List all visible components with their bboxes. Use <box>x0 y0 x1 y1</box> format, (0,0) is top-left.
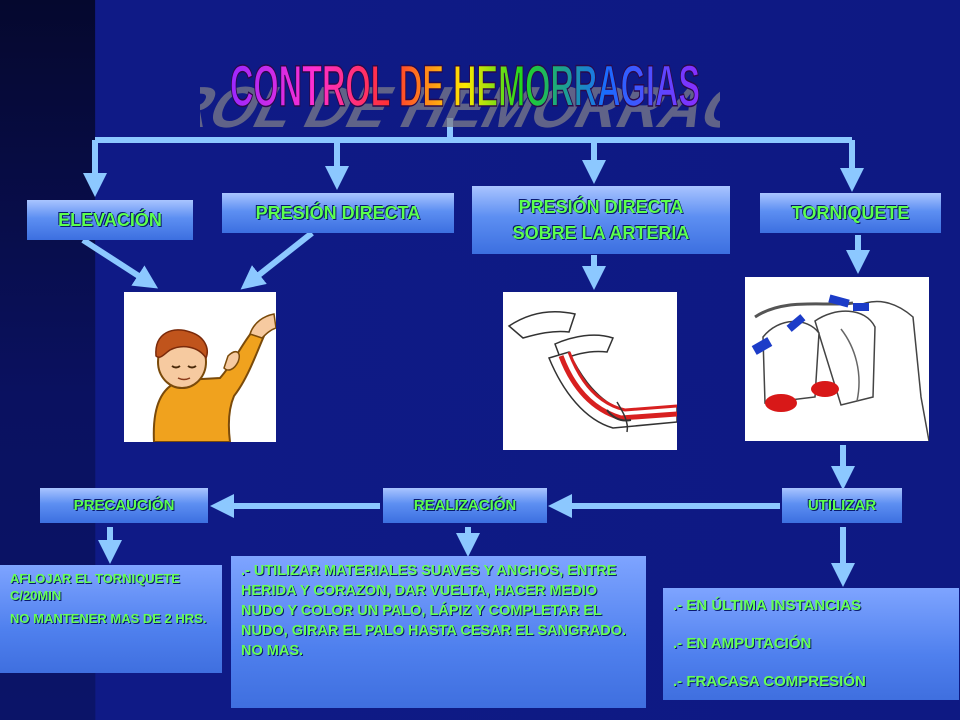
precaucion-text-line1: AFLOJAR EL TORNIQUETE C/20MIN <box>10 571 180 603</box>
utilizar-text-box: .- EN ÚLTIMA INSTANCIAS .- EN AMPUTACIÓN… <box>663 588 959 700</box>
arrow-presion-to-image <box>240 230 314 290</box>
method-presion-directa-label: PRESIÓN DIRECTA <box>255 202 421 223</box>
step-realizacion-label: REALIZACIÓN <box>413 497 517 514</box>
method-torniquete: TORNIQUETE <box>760 193 941 233</box>
precaucion-text-line2: NO MANTENER MAS DE 2 HRS. <box>10 611 207 626</box>
method-presion-arteria-line1: PRESIÓN DIRECTA <box>518 197 684 217</box>
artery-pressure-illustration <box>503 292 678 450</box>
page-title: CONTROL DE HEMORRAGIAS <box>230 54 700 119</box>
realizacion-text: .- UTILIZAR MATERIALES SUAVES Y ANCHOS, … <box>241 563 627 659</box>
elevation-illustration <box>124 292 277 443</box>
step-utilizar: UTILIZAR <box>782 488 902 523</box>
utilizar-item2: .- EN AMPUTACIÓN <box>673 635 812 652</box>
realizacion-text-box: .- UTILIZAR MATERIALES SUAVES Y ANCHOS, … <box>231 556 646 708</box>
step-realizacion: REALIZACIÓN <box>383 488 547 523</box>
method-presion-directa: PRESIÓN DIRECTA <box>222 193 454 233</box>
method-presion-arteria-line2: SOBRE LA ARTERIA <box>512 223 690 243</box>
utilizar-item3: .- FRACASA COMPRESIÓN <box>673 673 866 690</box>
method-torniquete-label: TORNIQUETE <box>791 202 910 223</box>
method-elevacion-label: ELEVACIÓN <box>58 209 162 230</box>
arrow-elevacion-to-image <box>81 237 159 289</box>
step-precaucion-label: PRECAUCIÓN <box>73 497 175 514</box>
step-precaucion: PRECAUCIÓN <box>40 488 208 523</box>
tourniquet-illustration <box>745 277 930 442</box>
method-elevacion: ELEVACIÓN <box>27 200 193 240</box>
step-utilizar-label: UTILIZAR <box>807 497 877 514</box>
utilizar-item1: .- EN ÚLTIMA INSTANCIAS <box>673 597 862 614</box>
title-banner: CONTROL DE HEMORRAGIAS CONTROL DE HEMORR… <box>0 50 862 139</box>
precaucion-text-box: AFLOJAR EL TORNIQUETE C/20MIN NO MANTENE… <box>0 565 222 673</box>
method-presion-arteria: PRESIÓN DIRECTA SOBRE LA ARTERIA <box>472 186 730 254</box>
